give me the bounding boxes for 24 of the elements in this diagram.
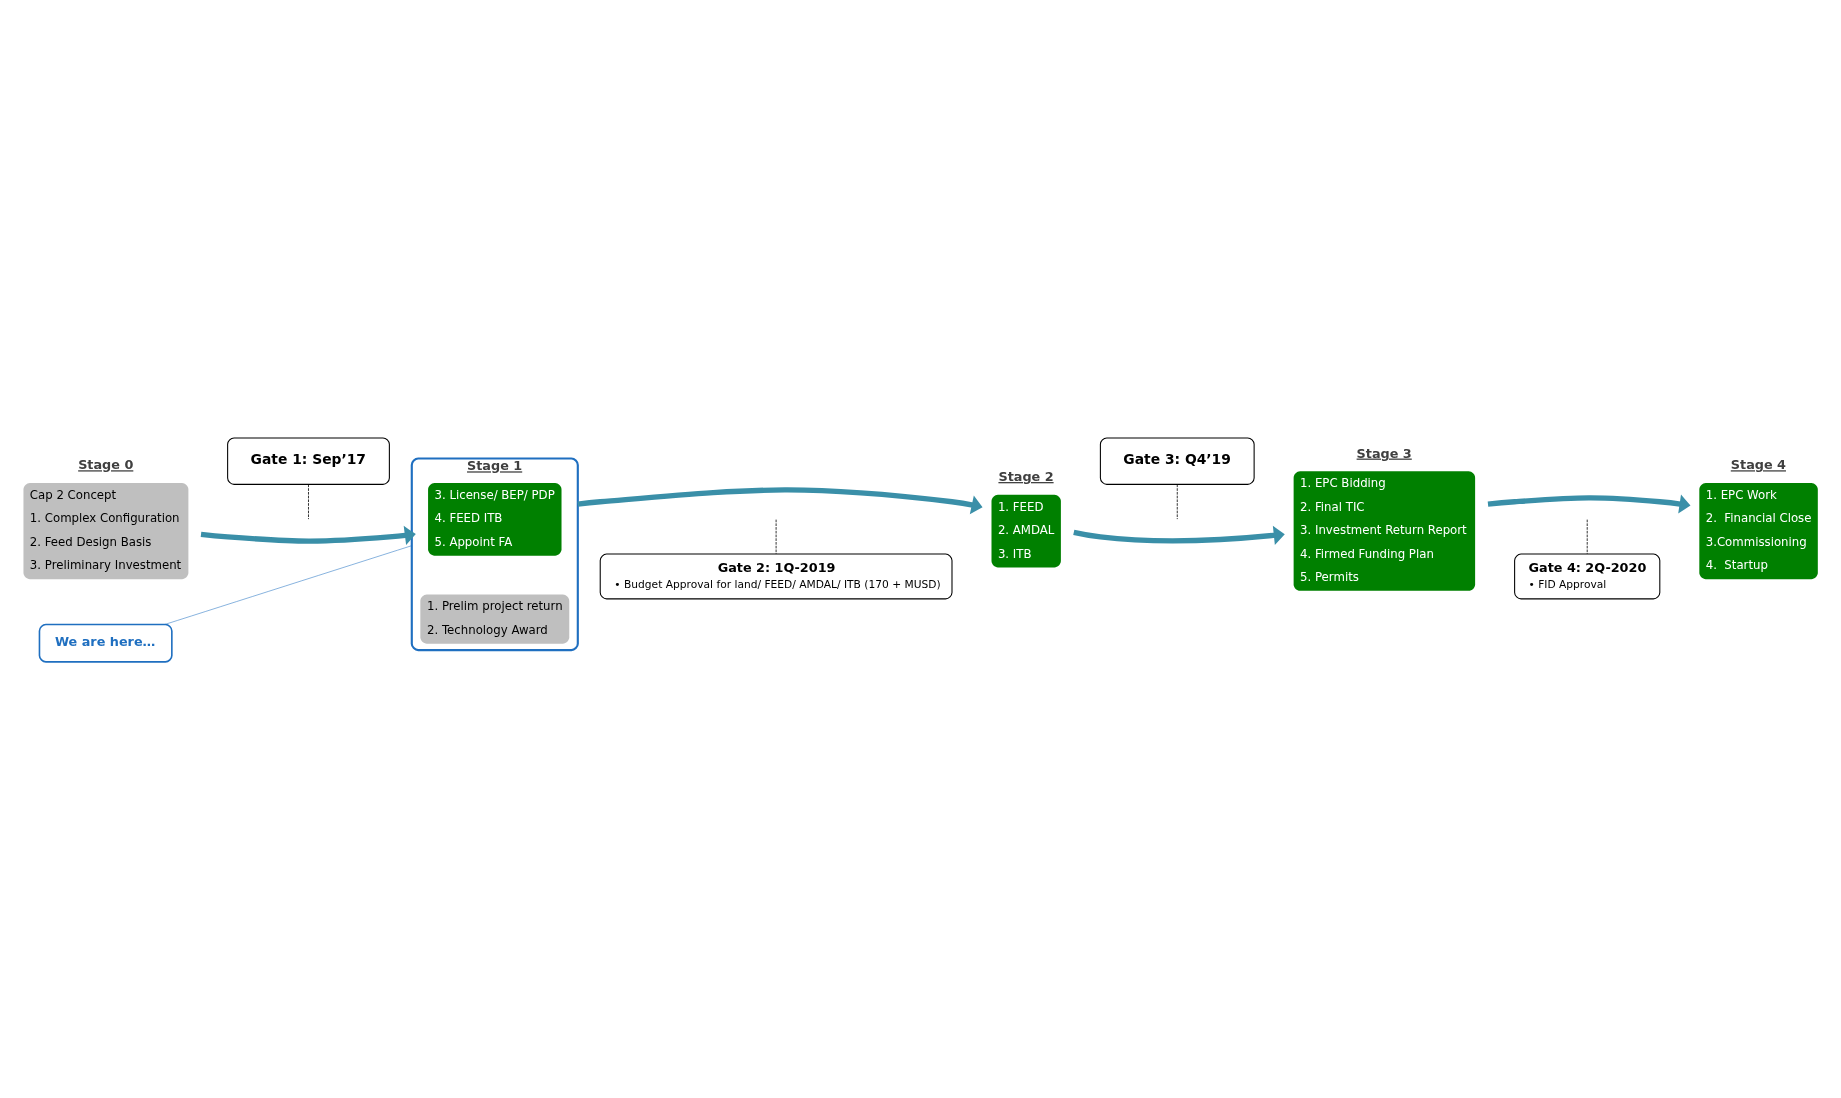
connector [1586, 518, 1588, 554]
node-box: 1. FEED 2. AMDAL 3. ITB [991, 494, 1061, 567]
node-label: Stage 2 [998, 468, 1054, 484]
node-box: Cap 2 Concept 1. Complex Configuration 2. Feed Design Basis 3. Preliminary Investment [23, 482, 189, 579]
connector [1176, 483, 1178, 519]
node-label: Stage 4 [1730, 456, 1786, 472]
node-box: Gate 4: 2Q-2020 • FID Approval [1514, 553, 1661, 599]
node-box: 3. License/ BEP/ PDP 4. FEED ITB 5. Appoint FA [428, 482, 562, 556]
node-box: 1. EPC Bidding 2. Final TIC 3. Investment Return Report 4. Firmed Funding Plan 5. Permits [1293, 470, 1476, 591]
arrow [1073, 525, 1285, 545]
node-label: Stage 3 [1356, 445, 1412, 461]
node-box: Gate 3: Q4’19 [1099, 436, 1255, 485]
node-box: We are here… [38, 623, 173, 663]
arrow [200, 525, 416, 545]
node-box: 1. EPC Work 2. Financial Close 3.Commissioning 4. Startup [1699, 482, 1818, 579]
connector [164, 544, 413, 625]
node-box: 1. Prelim project return 2. Technology Award [420, 594, 570, 644]
arrow [577, 486, 983, 514]
node-box: Gate 1: Sep’17 [227, 436, 390, 485]
node-label: Stage 0 [78, 456, 134, 472]
node-box: Gate 2: 1Q-2019 • Budget Approval for land/ FEED/ AMDAL/ ITB (170 + MUSD) [599, 553, 953, 599]
arrow [1487, 493, 1691, 513]
connector [775, 518, 777, 554]
connector [308, 483, 309, 519]
